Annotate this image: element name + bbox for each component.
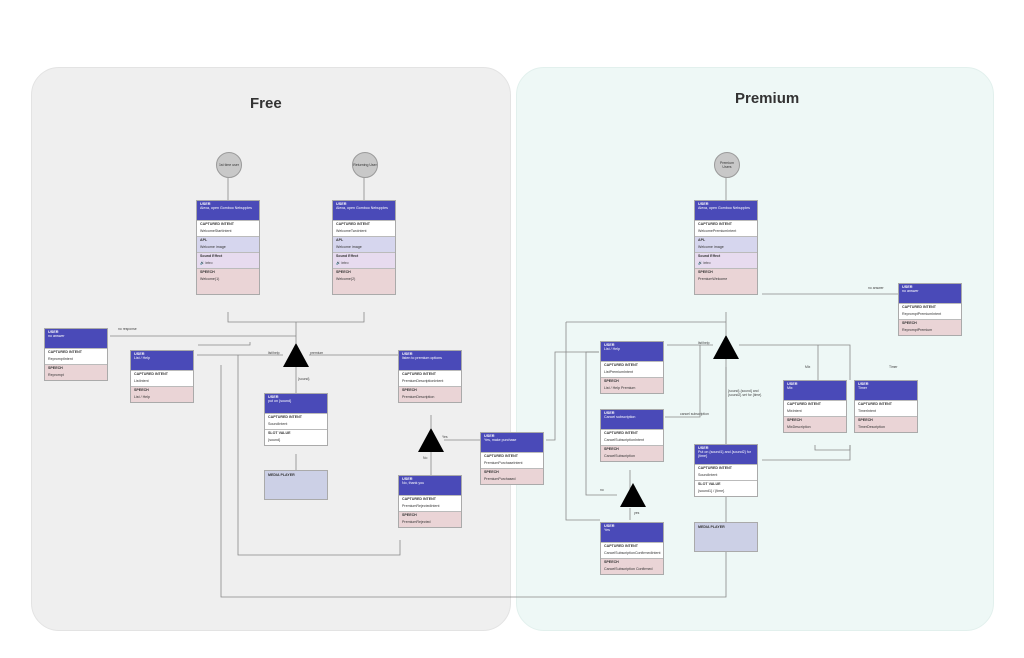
edge-label-yes-cancel: yes — [634, 511, 640, 515]
edge-label-mix: Mix — [805, 365, 811, 369]
edge-label-no: No — [423, 456, 428, 460]
media-player-premium: MEDIA PLAYER — [694, 522, 758, 552]
edge-label-cancel: cancel subscription — [680, 412, 709, 416]
decision-cancel-confirm — [620, 483, 646, 507]
free-panel — [31, 67, 511, 631]
decision-free-main — [283, 343, 309, 367]
edge-label-sounds: {sound} {sound} and {sound2} set for {ti… — [728, 389, 762, 397]
premium-title: Premium — [735, 90, 800, 107]
edge-label-yes: Yes — [442, 435, 448, 439]
edge-label-sound: {sound} — [298, 377, 310, 381]
edge-label-list-help-premium: list/help — [698, 341, 710, 345]
start-returning-user: Returning User — [352, 152, 378, 178]
media-player-free: MEDIA PLAYER — [264, 470, 328, 500]
edge-label-premium: premium — [310, 351, 324, 355]
decision-premium-main — [713, 335, 739, 359]
edge-label-timer: Timer — [889, 365, 898, 369]
edge-label-no-response: no response — [118, 327, 137, 331]
edge-label-no-cancel: no — [600, 488, 604, 492]
start-premium-users: Premium Users — [714, 152, 740, 178]
decision-purchase — [418, 428, 444, 452]
free-title: Free — [250, 95, 282, 112]
edge-label-no-answer: no answer — [868, 286, 884, 290]
start-first-time-user: 1st time user — [216, 152, 242, 178]
edge-label-list-help: list/help — [268, 351, 280, 355]
